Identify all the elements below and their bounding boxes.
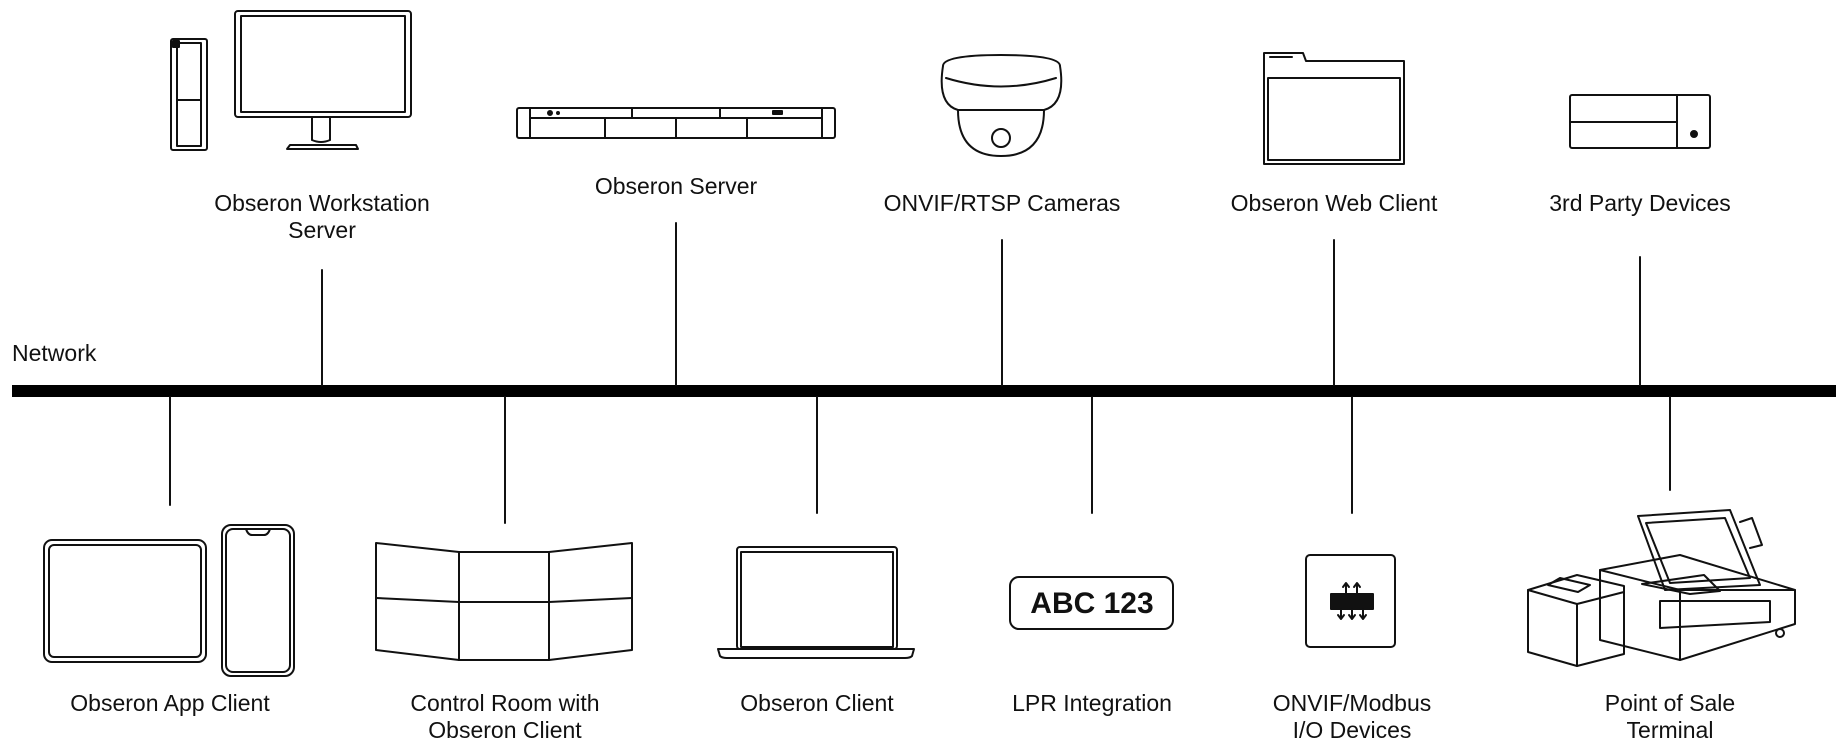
label-io-devices: ONVIF/Modbus I/O Devices — [1272, 690, 1432, 743]
license-plate-icon: ABC 123 — [1009, 576, 1174, 630]
label-workstation: Obseron Workstation Server — [214, 190, 430, 243]
tablet-phone-icon — [43, 524, 295, 677]
label-web-client: Obseron Web Client — [1230, 190, 1438, 216]
label-pos: Point of Sale Terminal — [1604, 690, 1736, 743]
laptop-icon — [717, 546, 915, 659]
network-bus — [12, 385, 1836, 397]
network-label: Network — [12, 340, 97, 366]
label-cameras: ONVIF/RTSP Cameras — [883, 190, 1121, 216]
label-third-party: 3rd Party Devices — [1549, 190, 1731, 216]
plate-text: ABC 123 — [1030, 587, 1153, 620]
label-server: Obseron Server — [594, 173, 758, 199]
dome-camera-icon — [940, 54, 1063, 157]
device-box-icon — [1569, 94, 1711, 149]
pos-terminal-icon — [1527, 509, 1796, 667]
browser-window-icon — [1263, 52, 1405, 165]
label-control-room: Control Room with Obseron Client — [410, 690, 600, 743]
io-module-icon — [1305, 554, 1396, 648]
video-wall-icon — [375, 542, 633, 661]
rack-server-icon — [516, 107, 836, 139]
label-app-client: Obseron App Client — [70, 690, 270, 716]
label-client: Obseron Client — [740, 690, 894, 716]
label-lpr: LPR Integration — [1012, 690, 1172, 716]
workstation-icon — [170, 10, 412, 151]
